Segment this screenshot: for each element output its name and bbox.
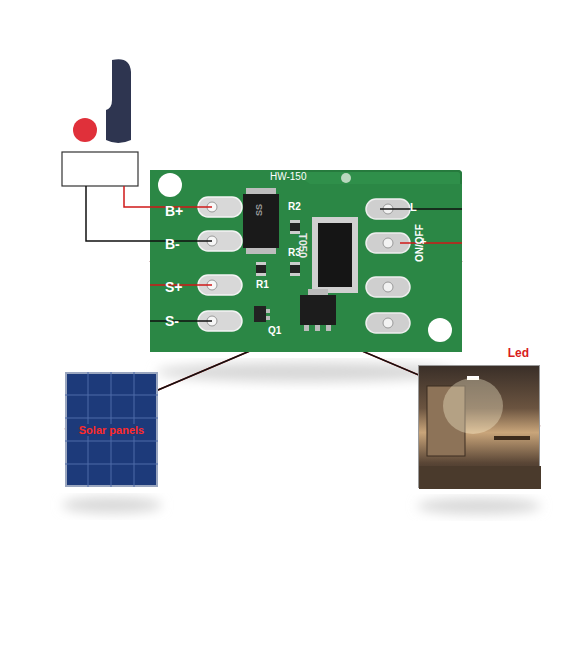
wire (150, 240, 212, 242)
battery-box (62, 152, 138, 186)
resistor-cap (256, 273, 266, 276)
inductor (318, 223, 352, 287)
pin-label: L (410, 202, 417, 213)
led-shadow (417, 498, 541, 514)
cell-line (88, 372, 89, 487)
resistor (290, 220, 300, 234)
solder-pad (366, 313, 410, 333)
transistor-pin (266, 316, 270, 320)
mounting-hole (158, 173, 182, 197)
led-lamp: Led (418, 365, 540, 488)
resistor-cap (290, 273, 300, 276)
component-label: R1 (256, 280, 269, 290)
wire (400, 242, 462, 244)
transistor (254, 306, 266, 322)
solar-panel: Solar panels (65, 372, 158, 487)
battery-plus-wire (124, 186, 150, 207)
led-photo (419, 366, 541, 489)
cell-line (65, 441, 158, 442)
component-label: R2 (288, 202, 301, 212)
mounting-hole (428, 318, 452, 342)
node-text: Led (506, 346, 531, 360)
board-trace (150, 170, 462, 352)
component-label: Q1 (268, 326, 281, 336)
switch-label: ON/OFF (415, 224, 425, 262)
ic-tab (308, 289, 328, 295)
board-dot (341, 173, 351, 183)
resistor (256, 262, 266, 276)
cell-line (65, 464, 158, 465)
ic-pin (304, 325, 309, 331)
ic-chip (300, 295, 336, 325)
pad-hole (383, 238, 393, 248)
pin-label: B+ (165, 204, 183, 218)
solder-pad (366, 277, 410, 297)
panel-shadow (62, 497, 162, 513)
resistor-cap (256, 262, 266, 265)
circuit-board: HW-150B+B-S+S-SSR2R3R1Q1T050L+ON/OFF (150, 170, 462, 352)
node-text: Solar panels (77, 424, 146, 436)
pin-label: S+ (165, 280, 183, 294)
resistor-cap (290, 262, 300, 265)
component-marking: SS (255, 204, 264, 216)
battery-minus-wire (86, 186, 150, 241)
diode-lead (246, 248, 276, 254)
wire (150, 320, 212, 322)
inductor-frame (312, 217, 358, 293)
pad-hole (383, 282, 393, 292)
ic-pin (326, 325, 331, 331)
resistor-cap (290, 220, 300, 223)
ic-pin (315, 325, 320, 331)
cell-line (111, 372, 112, 487)
diode (243, 194, 279, 248)
light-glow (443, 378, 503, 434)
cell-line (65, 395, 158, 396)
node-text: HW-150 (270, 171, 307, 182)
diode-lead (246, 188, 276, 194)
cell-line (134, 372, 135, 487)
component-marking: T050 (297, 233, 308, 258)
logo (73, 59, 131, 143)
pad-hole (383, 318, 393, 328)
transistor-pin (266, 309, 270, 313)
cell-line (65, 418, 158, 419)
floor (419, 466, 541, 489)
wire (380, 208, 462, 210)
resistor (290, 262, 300, 276)
table (494, 436, 530, 440)
pin-label: S- (165, 314, 179, 328)
pin-label: B- (165, 237, 180, 251)
